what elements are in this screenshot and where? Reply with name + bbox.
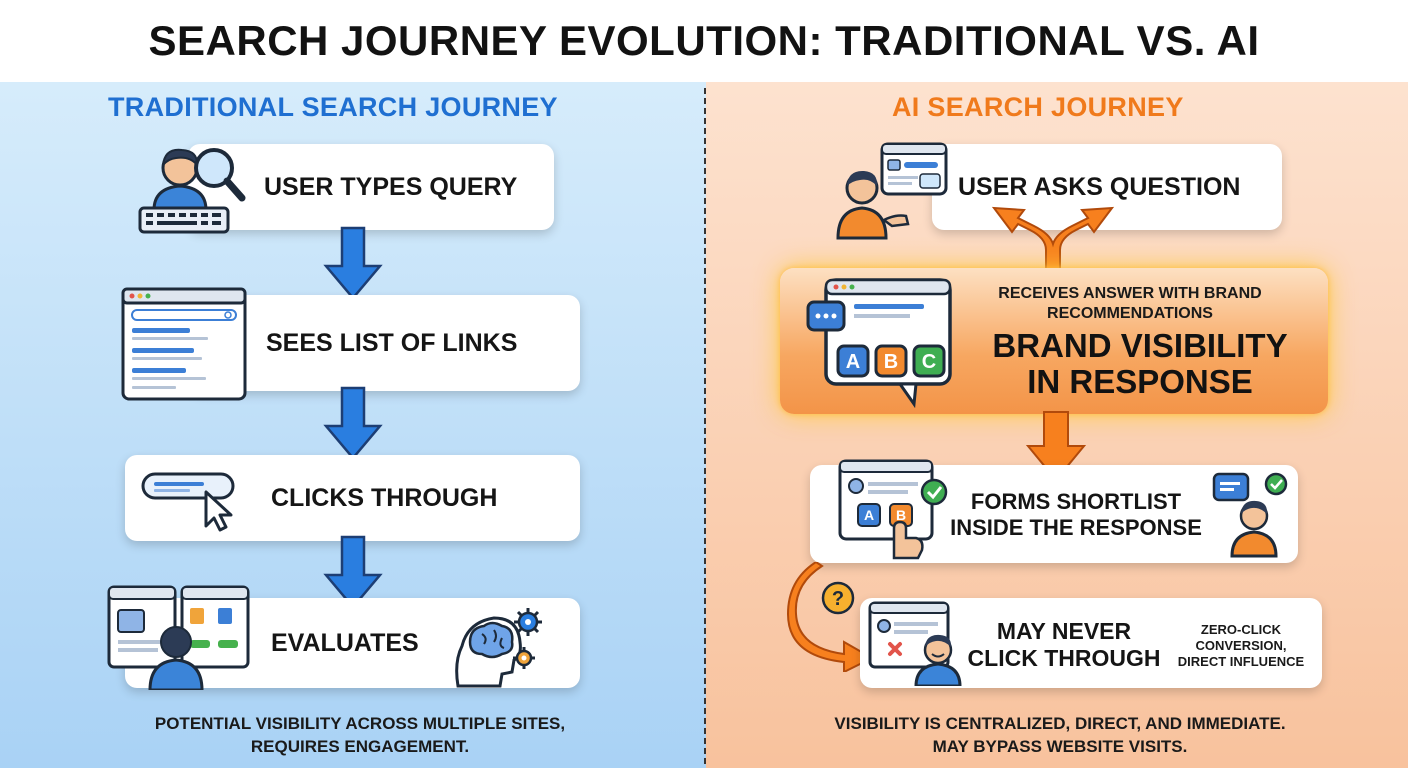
zero-click-note-line: DIRECT INFLUENCE: [1177, 654, 1305, 669]
zero-click-note-line: ZERO-CLICK: [1200, 622, 1282, 637]
footnote-line: POTENTIAL VISIBILITY ACROSS MULTIPLE SIT…: [154, 714, 566, 733]
step-card-sees-list-of-links: SEES LIST OF LINKS: [188, 295, 580, 391]
brain-gears-icon: [455, 608, 542, 688]
shortlist-badge-a: A: [864, 507, 874, 523]
hero-main-line: IN RESPONSE: [1027, 363, 1253, 400]
user-magnifier-keyboard-icon: [138, 148, 246, 234]
title-bar: SEARCH JOURNEY EVOLUTION: TRADITIONAL VS…: [0, 0, 1408, 82]
step-label: USER ASKS QUESTION: [958, 172, 1241, 201]
ai-heading: AI SEARCH JOURNEY: [892, 92, 1184, 122]
hero-subtext: RECEIVES ANSWER WITH BRAND RECOMMENDATIO…: [960, 284, 1300, 324]
never-click-label-line: MAY NEVER: [996, 618, 1132, 644]
hero-main-text: BRAND VISIBILITY IN RESPONSE: [960, 328, 1320, 400]
question-mark-icon: ?: [821, 581, 855, 615]
user-chat-icon: [836, 142, 948, 240]
step-label: CLICKS THROUGH: [271, 483, 498, 512]
panel-divider: [704, 88, 706, 764]
brand-badge-c: C: [922, 351, 936, 373]
chat-brand-badges-icon: A B C: [806, 278, 952, 408]
step-label: SEES LIST OF LINKS: [266, 328, 518, 357]
brand-badge-b: B: [884, 351, 898, 373]
flow-arrow-down: [323, 386, 383, 460]
shortlist-browser-icon: A B: [838, 459, 948, 560]
brand-badge-a: A: [846, 351, 860, 373]
hero-subtext-line: RECEIVES ANSWER WITH BRAND: [998, 285, 1262, 302]
footnote-line: REQUIRES ENGAGEMENT.: [250, 737, 470, 756]
cursor-click-icon: [141, 472, 235, 532]
step-label: EVALUATES: [271, 628, 419, 657]
search-results-browser-icon: [121, 287, 247, 401]
flow-arrow-down: [323, 226, 383, 300]
step-label: USER TYPES QUERY: [264, 172, 518, 201]
user-approve-icon: [1212, 472, 1288, 558]
flow-arrow-down-orange: [1025, 411, 1087, 482]
browser-comparison-icon: [107, 585, 250, 690]
never-click-label-line: CLICK THROUGH: [967, 645, 1161, 671]
shortlist-label-line: INSIDE THE RESPONSE: [950, 515, 1202, 540]
footnote-line: VISIBILITY IS CENTRALIZED, DIRECT, AND I…: [834, 714, 1286, 733]
flow-arrow-down: [323, 535, 383, 609]
traditional-heading: TRADITIONAL SEARCH JOURNEY: [108, 92, 558, 122]
question-mark-text: ?: [832, 588, 844, 610]
zero-click-note-line: CONVERSION,: [1195, 638, 1287, 653]
no-click-browser-icon: [868, 601, 962, 686]
traditional-footnote: POTENTIAL VISIBILITY ACROSS MULTIPLE SIT…: [80, 712, 640, 758]
page-title: SEARCH JOURNEY EVOLUTION: TRADITIONAL VS…: [148, 17, 1260, 64]
step-card-user-types-query: USER TYPES QUERY: [188, 144, 554, 230]
hero-main-line: BRAND VISIBILITY: [992, 327, 1288, 364]
never-click-label: MAY NEVER CLICK THROUGH: [960, 618, 1168, 672]
footnote-line: MAY BYPASS WEBSITE VISITS.: [932, 737, 1188, 756]
shortlist-badge-b: B: [896, 507, 906, 523]
ai-footnote: VISIBILITY IS CENTRALIZED, DIRECT, AND I…: [770, 712, 1350, 758]
shortlist-label: FORMS SHORTLIST INSIDE THE RESPONSE: [936, 489, 1216, 541]
shortlist-label-line: FORMS SHORTLIST: [970, 489, 1182, 514]
split-arrow-icon: [991, 206, 1115, 276]
zero-click-note: ZERO-CLICK CONVERSION, DIRECT INFLUENCE: [1166, 622, 1316, 670]
hero-subtext-line: RECOMMENDATIONS: [1047, 305, 1213, 322]
curved-arrow-icon: [786, 562, 874, 672]
